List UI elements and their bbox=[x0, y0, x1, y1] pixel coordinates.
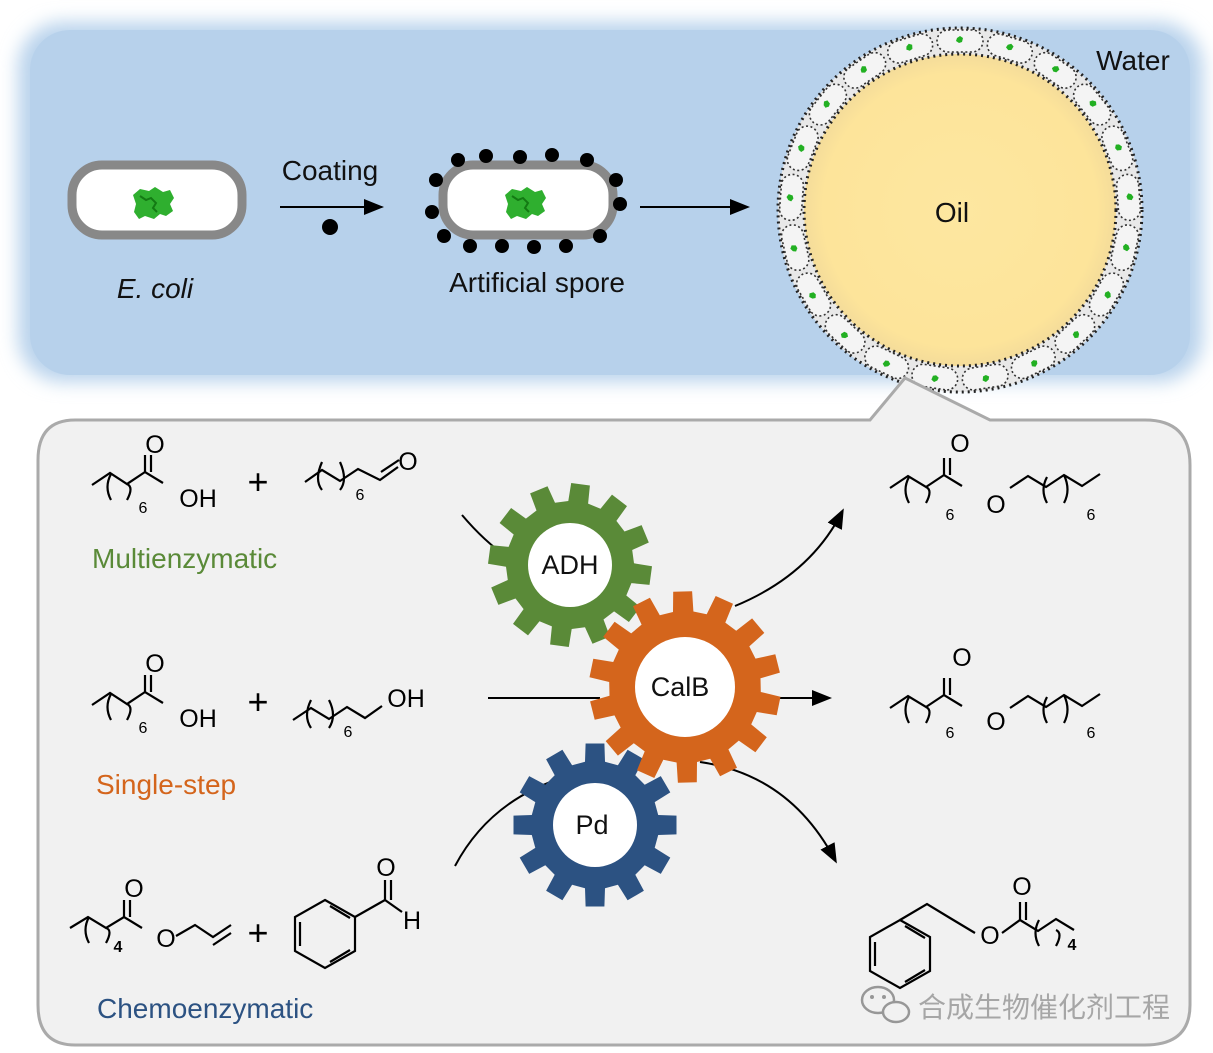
reactant-octanol bbox=[292, 699, 383, 729]
svg-text:6: 6 bbox=[1087, 725, 1096, 742]
adh-gear bbox=[488, 483, 652, 647]
gear-calb-hub bbox=[635, 637, 735, 737]
multienzymatic-arrow-out bbox=[734, 508, 844, 607]
svg-text:O: O bbox=[145, 650, 164, 678]
svg-text:6: 6 bbox=[946, 725, 955, 742]
svg-text:OH: OH bbox=[387, 685, 425, 713]
adh-gear-label: ADH bbox=[541, 550, 598, 580]
pd-gear bbox=[513, 743, 677, 907]
svg-text:O: O bbox=[124, 875, 143, 903]
svg-text:6: 6 bbox=[344, 724, 353, 741]
svg-text:O: O bbox=[986, 708, 1005, 736]
svg-text:OH: OH bbox=[179, 705, 217, 733]
svg-text:O: O bbox=[376, 854, 395, 882]
svg-text:O: O bbox=[980, 922, 999, 950]
svg-text:6: 6 bbox=[139, 500, 148, 517]
reactant-octanal bbox=[304, 459, 400, 491]
spore-cell bbox=[1115, 172, 1142, 222]
svg-text:O: O bbox=[950, 430, 969, 458]
svg-text:6: 6 bbox=[1087, 507, 1096, 524]
svg-text:O: O bbox=[1012, 873, 1031, 901]
single-step-label: Single-step bbox=[96, 769, 236, 800]
pd-gear-label: Pd bbox=[575, 810, 608, 840]
svg-text:O: O bbox=[156, 925, 175, 953]
spore-cell bbox=[778, 172, 805, 222]
plus-sign: + bbox=[247, 912, 268, 953]
coating-label: Coating bbox=[282, 155, 379, 186]
svg-text:4: 4 bbox=[114, 939, 123, 956]
plus-sign: + bbox=[247, 681, 268, 722]
svg-text:6: 6 bbox=[946, 507, 955, 524]
wechat-icon bbox=[860, 985, 911, 1024]
calb-gear-label: CalB bbox=[651, 672, 710, 702]
spore-cell bbox=[936, 29, 984, 53]
coating-particles bbox=[425, 148, 627, 254]
reactant-octanoic-acid-2 bbox=[91, 675, 164, 721]
reactant-benzaldehyde bbox=[293, 880, 403, 970]
coating-particle-icon bbox=[322, 219, 338, 235]
reactant-vinyl-hexanoate bbox=[69, 900, 232, 946]
product-octyl-octanoate-2 bbox=[889, 678, 1101, 724]
svg-text:6: 6 bbox=[356, 487, 365, 504]
plus-sign: + bbox=[247, 461, 268, 502]
svg-text:4: 4 bbox=[1068, 937, 1077, 954]
svg-text:OH: OH bbox=[179, 485, 217, 513]
svg-text:O: O bbox=[952, 644, 971, 672]
water-label: Water bbox=[1096, 45, 1170, 76]
protein-icon bbox=[133, 187, 174, 219]
oil-droplet bbox=[776, 26, 1144, 394]
spore-label: Artificial spore bbox=[449, 267, 625, 298]
gear-adh-hub bbox=[528, 523, 612, 607]
ecoli-label: E. coli bbox=[117, 273, 194, 304]
product-benzyl-hexanoate bbox=[868, 902, 1075, 990]
svg-text:O: O bbox=[986, 491, 1005, 519]
artificial-spore bbox=[425, 148, 627, 254]
svg-text:O: O bbox=[145, 431, 164, 459]
chemoenzymatic-label: Chemoenzymatic bbox=[97, 993, 313, 1024]
oil-label: Oil bbox=[935, 197, 969, 228]
multienzymatic-label: Multienzymatic bbox=[92, 543, 277, 574]
calb-gear bbox=[589, 591, 781, 783]
svg-text:H: H bbox=[403, 907, 421, 935]
ecoli-cell bbox=[67, 160, 247, 240]
svg-text:6: 6 bbox=[139, 720, 148, 737]
gear-pd-hub bbox=[553, 783, 637, 867]
svg-text:O: O bbox=[398, 448, 417, 476]
product-octyl-octanoate-1 bbox=[889, 458, 1101, 504]
reactant-octanoic-acid-1 bbox=[91, 455, 164, 501]
watermark: 合成生物催化剂工程 bbox=[860, 985, 1170, 1024]
protein-icon bbox=[505, 187, 546, 219]
watermark-text: 合成生物催化剂工程 bbox=[918, 992, 1170, 1023]
